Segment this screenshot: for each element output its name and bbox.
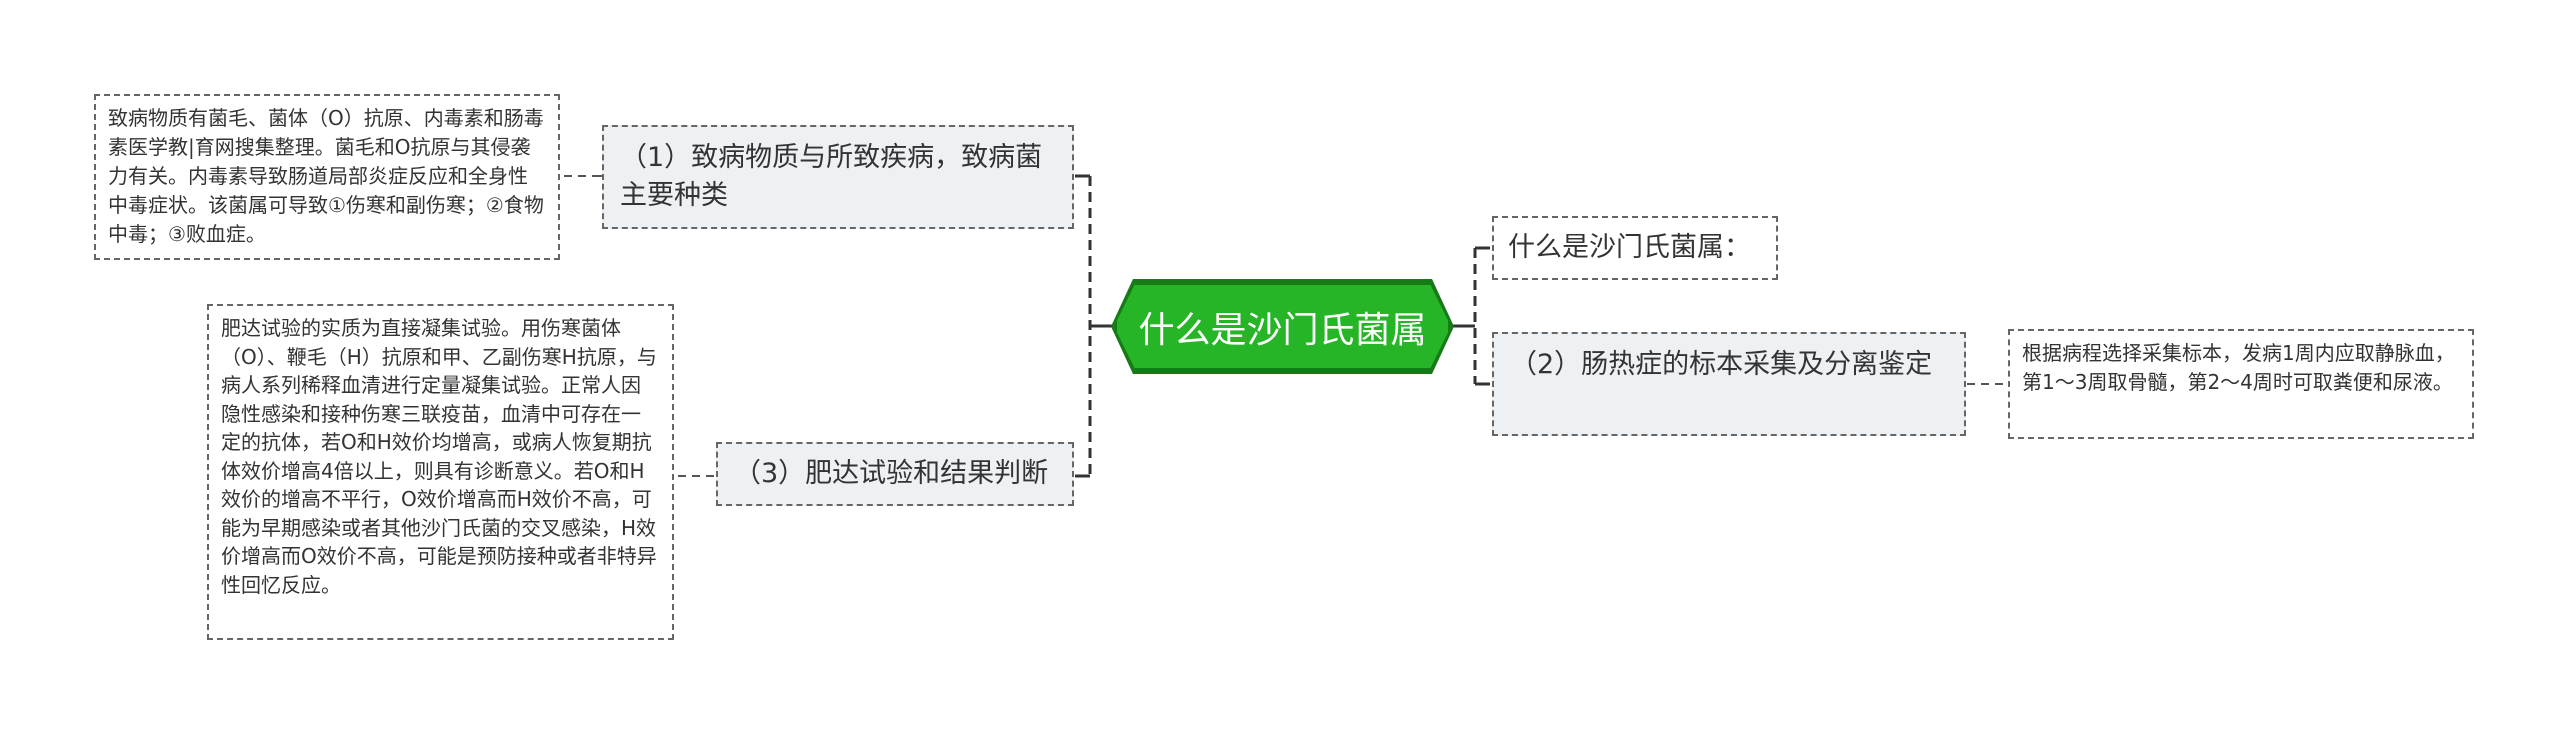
branch-node-widal-test[interactable]: （3）肥达试验和结果判断: [716, 442, 1074, 506]
root-label: 什么是沙门氏菌属: [1138, 309, 1427, 351]
root-node[interactable]: 什么是沙门氏菌属: [1114, 282, 1451, 371]
leaf-text: 致病物质有菌毛、菌体（O）抗原、内毒素和肠毒素医学教|育网搜集整理。菌毛和O抗原…: [108, 106, 544, 246]
branch-label: （2）肠热症的标本采集及分离鉴定: [1510, 349, 1933, 380]
leaf-text: 肥达试验的实质为直接凝集试验。用伤寒菌体（O）、鞭毛（H）抗原和甲、乙副伤寒H抗…: [221, 316, 657, 597]
branch-label: （3）肥达试验和结果判断: [734, 458, 1049, 489]
branch-node-specimen-collection[interactable]: （2）肠热症的标本采集及分离鉴定: [1492, 332, 1966, 436]
leaf-note-pathogenic-substances[interactable]: 致病物质有菌毛、菌体（O）抗原、内毒素和肠毒素医学教|育网搜集整理。菌毛和O抗原…: [94, 94, 560, 260]
branch-label: （1）致病物质与所致疾病，致病菌主要种类: [620, 142, 1043, 211]
branch-label: 什么是沙门氏菌属：: [1508, 232, 1751, 263]
branch-node-definition[interactable]: 什么是沙门氏菌属：: [1492, 216, 1778, 280]
branch-node-pathogenic-substances[interactable]: （1）致病物质与所致疾病，致病菌主要种类: [602, 125, 1074, 229]
leaf-note-widal-test[interactable]: 肥达试验的实质为直接凝集试验。用伤寒菌体（O）、鞭毛（H）抗原和甲、乙副伤寒H抗…: [207, 304, 674, 640]
leaf-text: 根据病程选择采集标本，发病1周内应取静脉血，第1～3周取骨髓，第2～4周时可取粪…: [2022, 341, 2455, 394]
leaf-note-specimen-collection[interactable]: 根据病程选择采集标本，发病1周内应取静脉血，第1～3周取骨髓，第2～4周时可取粪…: [2008, 329, 2474, 439]
